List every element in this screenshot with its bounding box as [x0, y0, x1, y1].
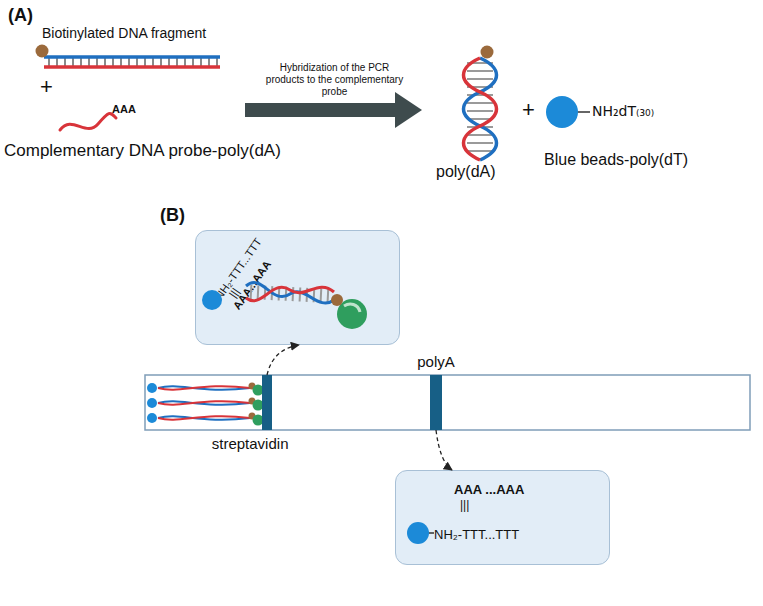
step-label: Hybridization of the PCR products to the…	[262, 62, 407, 98]
dashed-arrow	[436, 430, 452, 470]
panel-letter: (B)	[160, 206, 185, 224]
plus-sign: +	[40, 76, 53, 98]
inset-box: AAA ...AAA ||| NH₂-TTT...TTT	[395, 470, 610, 565]
plus-sign: +	[522, 99, 535, 121]
probe-strand	[60, 113, 116, 130]
panel-letter: (A)	[8, 6, 33, 24]
dashed-arrow	[267, 345, 299, 375]
part-label: Biotinylated DNA fragment	[42, 26, 206, 40]
strand-label: NH₂-TTT...TTT	[434, 528, 519, 541]
hybrid-helix	[464, 46, 497, 161]
inset-box: NH₂-TTT...TTTAAA...AAA|||	[195, 230, 400, 345]
part-label: Complementary DNA probe-poly(dA)	[4, 142, 281, 159]
test-strip	[145, 375, 750, 430]
blue-bead	[546, 96, 590, 128]
band-label: streptavidin	[212, 436, 289, 451]
pairing-mark: |||	[460, 499, 469, 511]
part-label: poly(dA)	[436, 164, 496, 180]
inset-complex	[202, 283, 367, 329]
process-arrow	[245, 92, 422, 128]
control-bead	[407, 522, 434, 544]
tail-label: AAA	[112, 104, 136, 115]
biotinylated-duplex	[36, 45, 221, 68]
strand-label: AAA ...AAA	[454, 483, 524, 496]
captured-complexes	[147, 383, 264, 426]
part-label: Blue beads-poly(dT)	[544, 152, 688, 168]
band-label: polyA	[417, 354, 455, 369]
control-line-band: polyA	[430, 375, 442, 430]
bead-label: NH₂dT₍₃₀₎	[592, 104, 654, 118]
test-line-band: streptavidin	[262, 375, 272, 430]
